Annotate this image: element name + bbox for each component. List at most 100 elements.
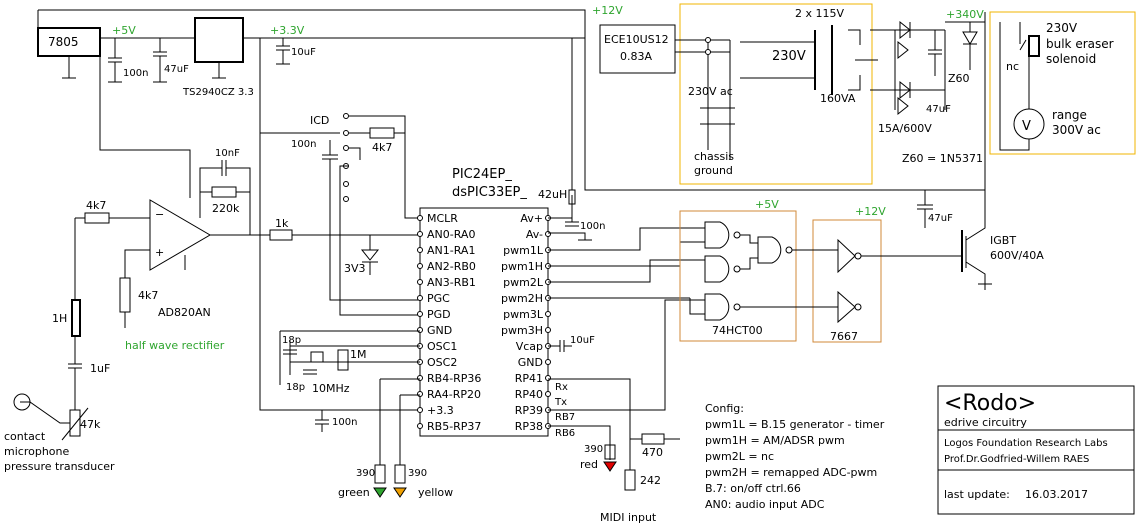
resistor-4k7-mclr: [369, 127, 395, 139]
resistor-4k7-in: [84, 212, 110, 224]
mcu-pin-left: [417, 215, 423, 221]
nand-gate-3: [757, 236, 782, 264]
svg-text:+: +: [155, 246, 164, 259]
mcu-pin-left-label: RB5-RP37: [427, 420, 481, 433]
cap-100n-rail: [108, 38, 122, 83]
cap-100n-label: 100n: [123, 68, 148, 79]
voltmeter-symbol: V: [1022, 119, 1031, 134]
title-subtitle: edrive circuitry: [944, 416, 1027, 429]
config-line: pwm2L = nc: [705, 450, 774, 463]
z60-label: Z60: [948, 72, 970, 85]
mcu-pin-left-label: MCLR: [427, 212, 458, 225]
solenoid-l3: solenoid: [1046, 52, 1096, 66]
bridge-rectifier: [894, 20, 946, 116]
cap-100n-icd-label: 100n: [291, 139, 316, 150]
led-yellow-label: yellow: [418, 486, 453, 499]
gate-ic-label: 74HCT00: [712, 324, 763, 337]
led-yellow-icon: [393, 487, 407, 498]
nand-gate-4: [704, 293, 730, 321]
mcu-pin-right: [545, 375, 551, 381]
regulator-33: [194, 17, 244, 63]
config-line: AN0: audio input ADC: [705, 498, 825, 511]
transducer-l2: microphone: [4, 445, 69, 458]
igbt-label: IGBT: [990, 234, 1016, 247]
mcu-pin-left: [417, 327, 423, 333]
r1m-label: 1M: [350, 348, 367, 361]
solenoid-l2: bulk eraser: [1046, 37, 1114, 51]
ece-name: ECE10US12: [604, 33, 669, 46]
frame-7667: [812, 219, 882, 343]
nand-gate-2: [704, 255, 730, 283]
psu-ece10us12: [599, 24, 676, 74]
mcu-pin-right-label: pwm3L: [503, 308, 544, 321]
mcu-left-pins: MCLRAN0-RA0AN1-RA1AN2-RB0AN3-RB1PGCPGDGN…: [417, 212, 481, 433]
pot-47k: [69, 409, 81, 437]
chassis-l1: chassis: [694, 150, 734, 163]
mcu-pin-left: [417, 423, 423, 429]
driver-buffer-2: [740, 290, 856, 324]
reg33-label: TS2940CZ 3.3: [182, 87, 254, 98]
mcu-pin-left: [417, 375, 423, 381]
mcu-pin-right-label: pwm3H: [501, 324, 543, 337]
cap-1u-label: 1uF: [90, 362, 110, 375]
r4k7-bias-label: 4k7: [138, 289, 158, 302]
resistor-390-red: [604, 444, 616, 460]
mcu-pin-left: [417, 391, 423, 397]
mcu-pin-right-label: Av-: [526, 228, 543, 241]
mcu-pin-left-label: +3.3: [427, 404, 454, 417]
mcu-name2: dsPIC33EP_: [452, 185, 527, 200]
xfmr-primary: 230V: [772, 49, 806, 64]
resistor-1m: [337, 349, 349, 371]
mcu-pin-right-label: GND: [518, 356, 543, 369]
config-line: pwm2H = remapped ADC-pwm: [705, 466, 877, 479]
mcu-pin-right-label: RP39: [515, 404, 543, 417]
resistor-390-green: [374, 464, 386, 484]
cap-10u-vcap-label: 10uF: [570, 335, 595, 346]
title-author: Prof.Dr.Godfried-Willem RAES: [944, 454, 1089, 465]
mcu-pin-right-label: RP38: [515, 420, 543, 433]
r242-label: 242: [640, 474, 661, 487]
cap-47u-rail: [153, 38, 167, 83]
mcu-pin-right-label: RP40: [515, 388, 543, 401]
mcu-pin-left-label: GND: [427, 324, 452, 337]
cap-10u-label: 10uF: [291, 47, 316, 58]
mcu-pin-right: [545, 359, 551, 365]
nc-label: nc: [1006, 60, 1019, 73]
nand-gate-1: [704, 221, 730, 249]
config-line: pwm1L = B.15 generator - timer: [705, 418, 885, 431]
r1k-label: 1k: [275, 217, 289, 230]
title-name: <Rodo>: [944, 391, 1036, 416]
mcu-pin-left: [417, 263, 423, 269]
transducer-l3: pressure transducer: [4, 460, 115, 473]
resistor-390-yellow: [394, 464, 406, 484]
opamp-label: AD820AN: [158, 306, 211, 319]
mcu-pin-left: [417, 311, 423, 317]
r4k7-mclr-label: 4k7: [372, 141, 392, 154]
crystal-label: 10MHz: [312, 382, 350, 395]
config-line: pwm1H = AM/ADSR pwm: [705, 434, 845, 447]
mcu-pin-left-label: RA4-RP20: [427, 388, 481, 401]
update-date: 16.03.2017: [1025, 488, 1088, 501]
l1h-label: 1H: [52, 312, 67, 325]
mcu-pin-left-label: PGD: [427, 308, 451, 321]
resistor-470: [641, 433, 665, 445]
title-block: [937, 385, 1135, 515]
r220k-label: 220k: [212, 202, 240, 215]
mcu-pin-left-label: PGC: [427, 292, 450, 305]
mcu-pin-right-label: Av+: [520, 212, 543, 225]
r4k7-in-label: 4k7: [86, 199, 106, 212]
title-org: Logos Foundation Research Labs: [944, 438, 1108, 449]
rb6-label: RB6: [555, 428, 575, 439]
resistor-1k: [269, 229, 293, 241]
mcu-pin-right-label: RP41: [515, 372, 543, 385]
inductor-1h: [71, 299, 81, 337]
led-red-icon: [603, 461, 617, 472]
crystal-10mhz: [310, 351, 324, 363]
r390-green-label: 390: [356, 468, 375, 479]
rectifier-note: half wave rectifier: [125, 339, 225, 352]
range-l2: 300V ac: [1052, 123, 1101, 137]
mcu-pin-left: [417, 295, 423, 301]
mcu-body: [419, 207, 549, 437]
mcu-pin-left: [417, 247, 423, 253]
plus12-driver-label: +12V: [855, 205, 886, 218]
